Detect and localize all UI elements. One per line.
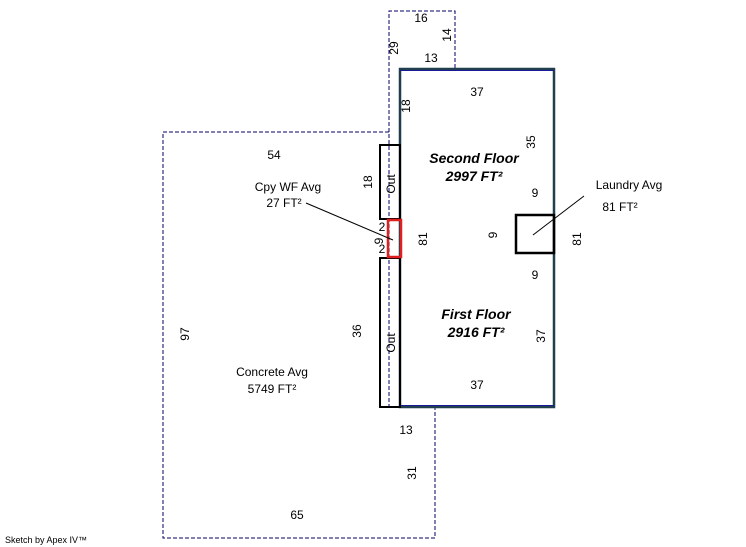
upper-extension-outline — [388, 10, 456, 132]
dim-house-right-37: 37 — [534, 329, 548, 343]
dim-out-upper-18: 18 — [361, 175, 375, 189]
laundry-box — [514, 213, 556, 255]
concrete-area: 5749 FT² — [248, 382, 297, 396]
dim-laundry-9-left: 9 — [486, 231, 500, 238]
first-floor-name: First Floor — [441, 306, 512, 322]
cpy-wf-leader — [305, 202, 394, 241]
second-floor-area: 2997 FT² — [445, 168, 503, 184]
dim-laundry-9-bottom: 9 — [532, 268, 539, 282]
dim-top-16: 16 — [414, 11, 428, 25]
dim-top-29: 29 — [387, 41, 401, 55]
dim-cpy-9: 9 — [372, 237, 386, 244]
cpy-wf-area: 27 FT² — [266, 196, 301, 210]
dim-house-left-18: 18 — [399, 99, 413, 113]
dim-cpy-2b: 2 — [379, 242, 386, 256]
laundry-area: 81 FT² — [602, 200, 637, 214]
dim-house-right-35: 35 — [524, 135, 538, 149]
first-floor-area: 2916 FT² — [447, 324, 505, 340]
cpy-wf-name: Cpy WF Avg — [255, 180, 321, 194]
dim-concrete-bottom-65: 65 — [290, 508, 304, 522]
out-label-lower: Out — [384, 333, 398, 353]
laundry-name: Laundry Avg — [596, 178, 663, 192]
dim-house-top-37: 37 — [470, 85, 484, 99]
dim-concrete-top-54: 54 — [267, 148, 281, 162]
dim-cpy-2a: 2 — [379, 220, 386, 234]
dim-top-14: 14 — [440, 28, 454, 42]
dim-house-right-81: 81 — [570, 232, 584, 246]
dim-concrete-13: 13 — [399, 423, 413, 437]
dim-concrete-31: 31 — [405, 466, 419, 480]
dim-house-bottom-37: 37 — [470, 378, 484, 392]
cpy-wf-box — [386, 218, 403, 259]
out-box-lower — [379, 257, 401, 408]
dim-concrete-left-97: 97 — [178, 327, 192, 341]
concrete-name: Concrete Avg — [236, 365, 308, 379]
dim-concrete-inner-36: 36 — [350, 324, 364, 338]
dim-laundry-9-top: 9 — [532, 186, 539, 200]
second-floor-name: Second Floor — [429, 150, 520, 166]
dim-house-mid-81: 81 — [416, 232, 430, 246]
sketch-credit: Sketch by Apex IV™ — [5, 535, 87, 545]
laundry-leader — [532, 195, 585, 236]
out-label-upper: Out — [384, 174, 398, 194]
dim-top-13: 13 — [424, 51, 438, 65]
